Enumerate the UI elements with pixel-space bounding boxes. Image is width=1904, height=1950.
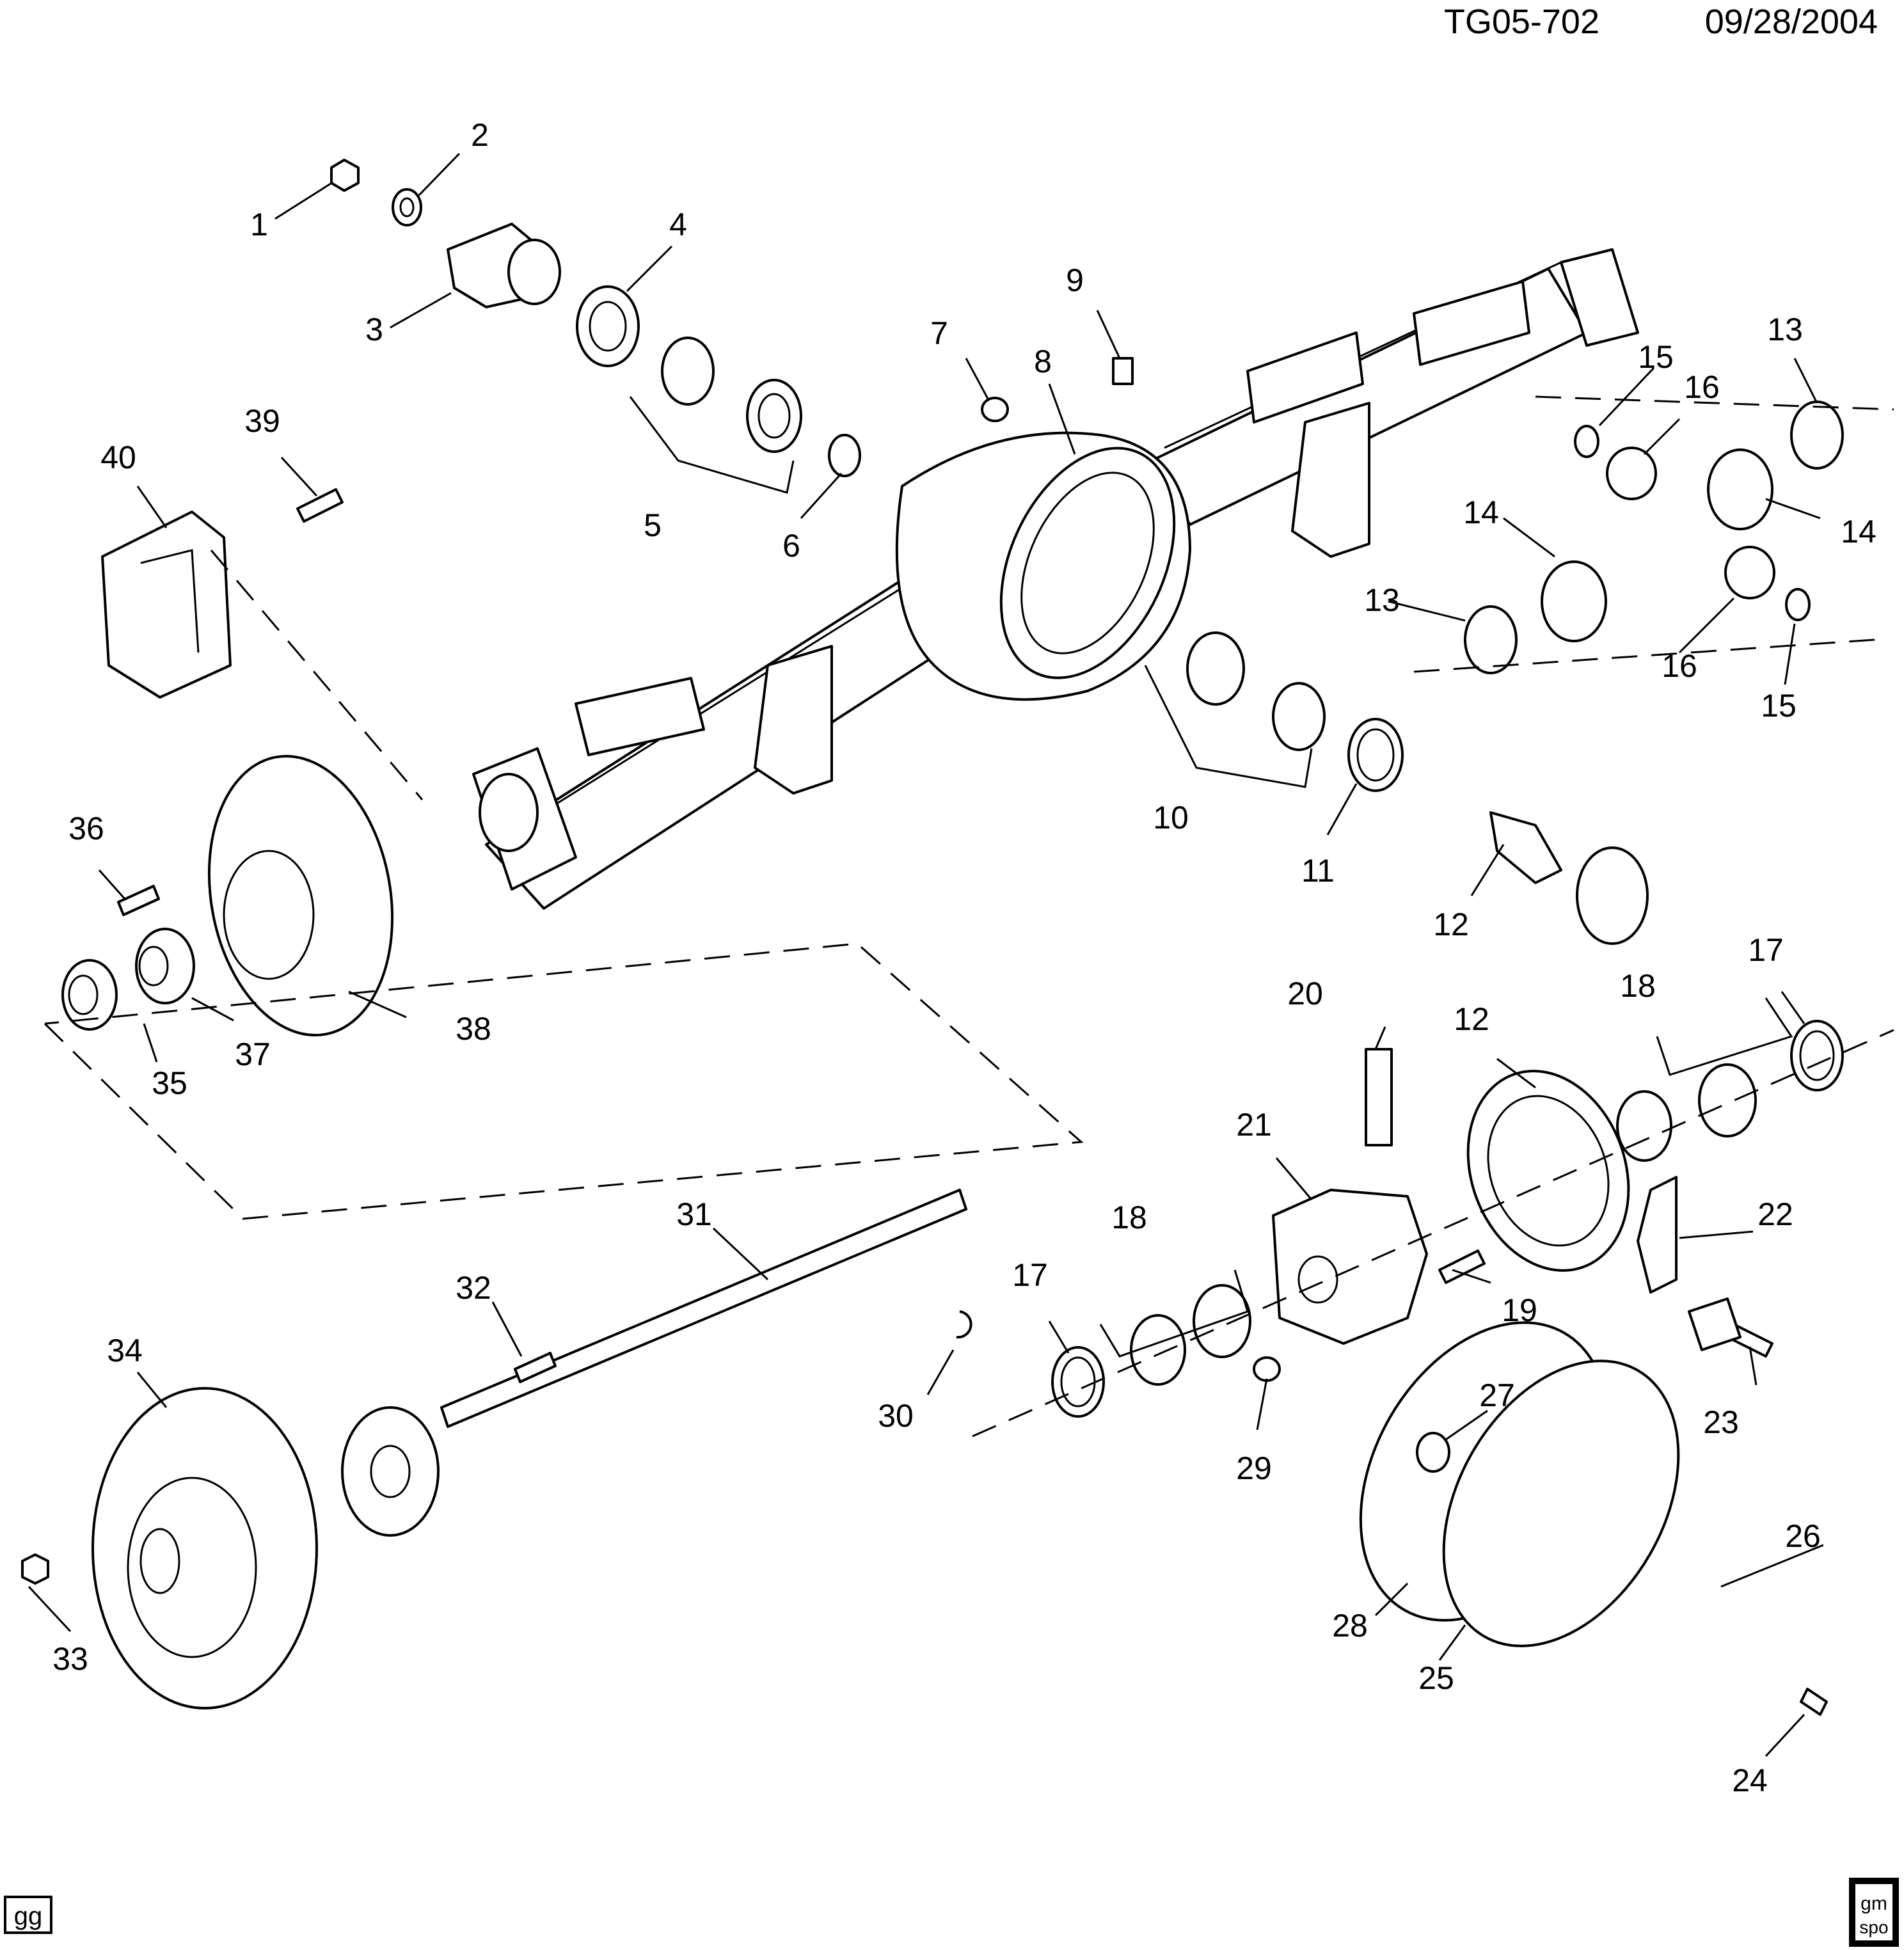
part-31-axle-shaft xyxy=(341,1189,967,1537)
callout-12-lower: 12 xyxy=(1454,1001,1489,1037)
callout-19: 19 xyxy=(1502,1292,1537,1328)
part-24-bolt xyxy=(1800,1688,1828,1716)
callout-14-left: 14 xyxy=(1463,495,1499,530)
callout-17-right: 17 xyxy=(1748,932,1784,968)
part-27-plug xyxy=(1416,1432,1450,1473)
part-12-ring-gear xyxy=(1466,1070,1630,1272)
gm-spo-logo: gm spo xyxy=(1849,1878,1899,1947)
callout-11: 11 xyxy=(1301,853,1335,889)
svg-text:gm: gm xyxy=(1860,1893,1887,1914)
callout-18-right: 18 xyxy=(1620,968,1656,1004)
part-17-shim-right xyxy=(1790,1020,1844,1091)
diagram-code: TG05-702 xyxy=(1444,3,1599,41)
callout-39: 39 xyxy=(244,403,280,439)
part-18-bearing-right xyxy=(1616,1063,1757,1162)
callout-20: 20 xyxy=(1287,976,1323,1011)
leader-lines xyxy=(28,152,1824,1757)
callout-7: 7 xyxy=(930,315,948,351)
part-19-bolt xyxy=(1438,1249,1486,1284)
part-33-nut xyxy=(21,1553,49,1585)
part-5-bearing xyxy=(661,337,802,453)
callout-24: 24 xyxy=(1732,1763,1768,1798)
callout-38: 38 xyxy=(456,1011,491,1047)
axle-housing xyxy=(472,248,1639,910)
part-9-vent xyxy=(1112,357,1134,385)
callout-29: 29 xyxy=(1236,1450,1272,1486)
callout-36: 36 xyxy=(68,811,104,846)
diagram-date: 09/28/2004 xyxy=(1705,3,1878,41)
part-26-bracket xyxy=(1688,1297,1741,1351)
part-20-pin xyxy=(1365,1048,1393,1146)
callout-16-upper: 16 xyxy=(1684,369,1720,405)
part-16-pinion xyxy=(1606,447,1775,599)
part-6-spacer xyxy=(828,434,861,477)
callout-26: 26 xyxy=(1785,1518,1821,1554)
callout-34: 34 xyxy=(107,1333,143,1368)
part-2-washer xyxy=(392,188,422,226)
part-12-pinion-gear xyxy=(1489,811,1649,945)
callout-4: 4 xyxy=(669,207,687,242)
part-3-yoke xyxy=(447,223,561,308)
callout-3: 3 xyxy=(365,312,383,347)
callout-28: 28 xyxy=(1332,1608,1368,1644)
part-29-bolt xyxy=(1253,1356,1281,1382)
callout-13-upper: 13 xyxy=(1767,312,1803,347)
callout-25: 25 xyxy=(1418,1660,1454,1696)
callout-16-lower: 16 xyxy=(1662,648,1697,684)
callout-15-upper: 15 xyxy=(1638,339,1674,375)
callout-12-upper: 12 xyxy=(1433,907,1469,942)
svg-text:gg: gg xyxy=(14,1902,43,1930)
part-39-bolt xyxy=(296,488,344,523)
callout-14-right: 14 xyxy=(1841,514,1876,550)
part-37-bearing xyxy=(135,928,195,1004)
callouts: 1 2 3 4 5 6 7 8 9 10 11 12 12 13 13 14 1… xyxy=(52,117,1876,1798)
part-40-caliper xyxy=(101,511,232,699)
callout-21: 21 xyxy=(1236,1107,1272,1143)
part-38-backing-plate xyxy=(207,754,394,1037)
callout-23: 23 xyxy=(1703,1404,1739,1440)
part-7-plug xyxy=(981,397,1009,422)
part-21-differential-case xyxy=(1272,1189,1428,1345)
assembly-lines xyxy=(44,395,1894,1438)
callout-2: 2 xyxy=(471,117,489,153)
part-4-seal xyxy=(576,285,640,367)
part-22-bearing-cap xyxy=(1637,1176,1678,1294)
callout-27: 27 xyxy=(1479,1377,1515,1413)
part-36-bolt xyxy=(117,885,160,916)
callout-32: 32 xyxy=(456,1270,491,1306)
callout-37: 37 xyxy=(235,1036,271,1072)
callout-31: 31 xyxy=(676,1196,712,1232)
part-14-side-gear xyxy=(1541,448,1773,642)
callout-5: 5 xyxy=(644,507,662,543)
part-18-bearing-left xyxy=(1130,1284,1251,1386)
callout-22: 22 xyxy=(1757,1196,1793,1232)
part-34-brake-rotor xyxy=(91,1387,318,1709)
callout-13-lower: 13 xyxy=(1364,582,1400,618)
corner-tag: gg xyxy=(4,1896,52,1934)
part-10-bearing xyxy=(1186,631,1326,751)
part-35-seal xyxy=(61,959,118,1031)
part-11-shim xyxy=(1347,718,1404,792)
callout-33: 33 xyxy=(52,1641,88,1677)
callout-17-left: 17 xyxy=(1012,1257,1048,1293)
callout-8: 8 xyxy=(1034,344,1052,379)
callout-30: 30 xyxy=(878,1398,914,1434)
callout-40: 40 xyxy=(100,440,136,475)
svg-text:spo: spo xyxy=(1859,1917,1888,1937)
callout-15-lower: 15 xyxy=(1761,688,1797,724)
callout-6: 6 xyxy=(782,528,800,564)
part-32-wheel-stud xyxy=(514,1352,557,1383)
callout-10: 10 xyxy=(1153,800,1189,836)
part-15-washer xyxy=(1574,425,1811,621)
part-30-c-clip xyxy=(956,1310,972,1339)
callout-9: 9 xyxy=(1066,262,1084,298)
part-25-cover xyxy=(1442,1359,1680,1647)
callout-18-left: 18 xyxy=(1111,1200,1147,1235)
callout-1: 1 xyxy=(250,207,268,242)
part-1-nut xyxy=(330,159,360,192)
part-13-thrust-washer xyxy=(1464,400,1844,674)
callout-35: 35 xyxy=(152,1065,187,1101)
